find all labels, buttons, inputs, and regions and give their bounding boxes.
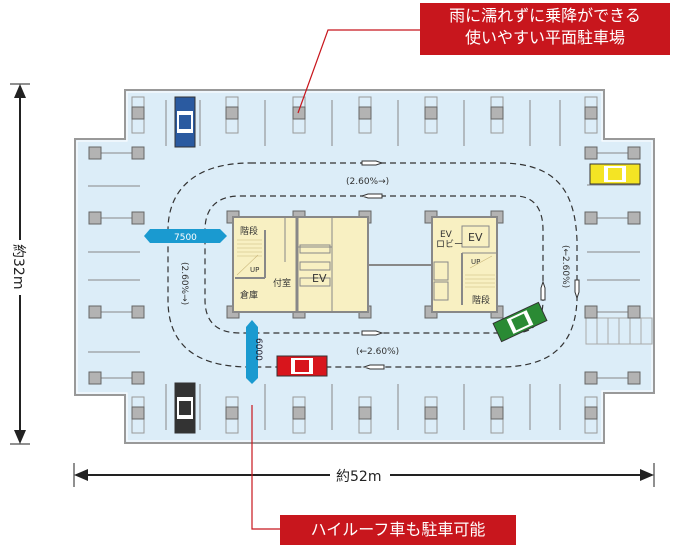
core-left: [232, 216, 369, 313]
room-ev-lobby-2: ロビー: [436, 239, 463, 250]
column: [584, 305, 598, 319]
car-roof: [295, 360, 309, 372]
car-yellow: [589, 163, 641, 185]
room-storage: 倉庫: [240, 289, 258, 301]
aisle-width-horizontal: 7500: [174, 233, 197, 243]
column: [627, 305, 641, 319]
column: [131, 305, 145, 319]
top-callout-leader: [297, 29, 420, 114]
bottom-callout-text: ハイルーフ車も駐車可能: [310, 520, 486, 539]
column: [292, 106, 306, 120]
column: [225, 106, 239, 120]
car-black: [174, 382, 196, 434]
ramp-label-left: (2.60%→): [179, 262, 189, 305]
car-green: [492, 301, 548, 343]
column: [490, 406, 504, 420]
column: [424, 406, 438, 420]
column: [627, 371, 641, 385]
up-label-left: UP: [250, 266, 259, 274]
ramp-label-bottom: (←2.60%): [356, 347, 399, 357]
aisle-width-arrow-horizontal: [144, 229, 227, 243]
column: [424, 106, 438, 120]
room-ev-left: EV: [312, 272, 327, 285]
core-right: [431, 216, 498, 313]
column: [131, 211, 145, 225]
column: [627, 211, 641, 225]
car-roof: [511, 313, 529, 331]
column: [88, 146, 102, 160]
column: [131, 406, 145, 420]
up-label-right: UP: [471, 258, 480, 266]
column: [584, 146, 598, 160]
column: [358, 106, 372, 120]
car-blue: [174, 96, 196, 148]
column: [225, 406, 239, 420]
room-stairs-left: 階段: [240, 225, 258, 237]
outer-driveway-loop: [167, 162, 578, 368]
column: [131, 371, 145, 385]
room-ev-right: EV: [468, 231, 483, 244]
ramp-label-right: (←2.60%): [560, 245, 570, 288]
room-ev-lobby-1: EV: [440, 230, 453, 240]
column: [88, 211, 102, 225]
column: [584, 106, 598, 120]
aisle-width-vertical: 6000: [253, 338, 263, 361]
column: [584, 211, 598, 225]
flow-arrows: [360, 160, 580, 370]
column: [490, 106, 504, 120]
room-annex: 付室: [273, 277, 291, 289]
column: [358, 406, 372, 420]
column: [131, 106, 145, 120]
top-callout-line1: 雨に濡れずに乗降ができる: [449, 6, 641, 25]
column: [88, 371, 102, 385]
car-roof: [179, 401, 191, 415]
ramp-label-top: (2.60%→): [346, 177, 389, 187]
top-callout-line2: 使いやすい平面駐車場: [464, 28, 625, 47]
bottom-callout-leader: [251, 405, 280, 530]
top-callout: 雨に濡れずに乗降ができる 使いやすい平面駐車場: [420, 3, 670, 55]
car-red: [276, 355, 328, 377]
column: [627, 146, 641, 160]
motorbike-stall: [640, 317, 653, 345]
column: [88, 305, 102, 319]
bottom-callout: ハイルーフ車も駐車可能: [280, 515, 516, 545]
column: [584, 371, 598, 385]
room-stairs-right: 階段: [472, 294, 490, 306]
width-dimension-label: 約52m: [336, 469, 381, 485]
column: [131, 146, 145, 160]
car-roof: [179, 115, 191, 129]
aisle-width-arrow-vertical: [246, 320, 258, 384]
height-dimension-label: 約32m: [10, 244, 26, 289]
column: [584, 406, 598, 420]
column: [292, 406, 306, 420]
car-roof: [608, 168, 622, 180]
